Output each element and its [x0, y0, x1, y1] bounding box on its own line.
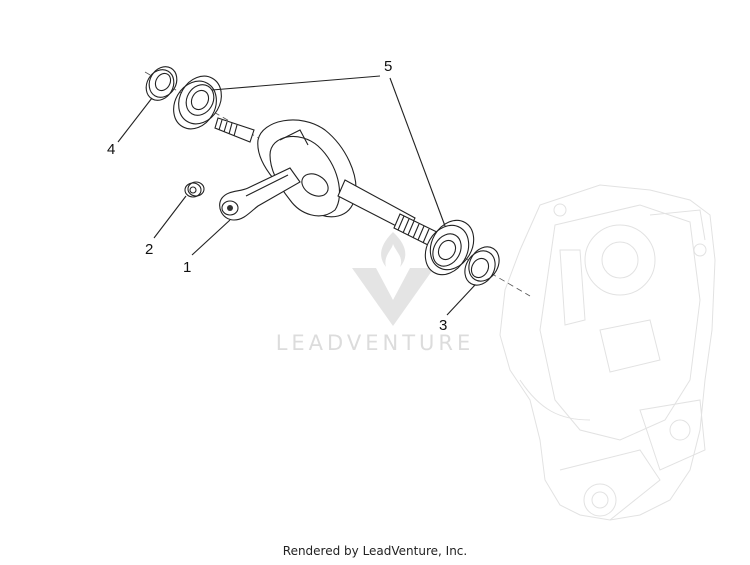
callout-label-2: 2	[145, 241, 153, 258]
crankshaft-flywheel	[257, 119, 357, 218]
callout-label-5: 5	[384, 58, 392, 75]
connecting-rod	[219, 167, 301, 221]
callout-label-1: 1	[183, 259, 191, 276]
watermark-text: LEADVENTURE	[276, 331, 475, 355]
flame-v-logo-icon	[352, 232, 434, 326]
bearing-right	[424, 219, 475, 276]
crankcase-ghost-illustration	[499, 184, 716, 521]
bearing-left	[173, 75, 222, 130]
footer-credit: Rendered by LeadVenture, Inc.	[282, 544, 468, 558]
crankshaft-left-shaft	[214, 117, 255, 143]
callout-label-4: 4	[107, 141, 115, 158]
leader-lines	[117, 75, 476, 316]
callout-label-3: 3	[439, 317, 447, 334]
oil-seal-right	[464, 246, 500, 286]
needle-bearing	[184, 181, 205, 198]
